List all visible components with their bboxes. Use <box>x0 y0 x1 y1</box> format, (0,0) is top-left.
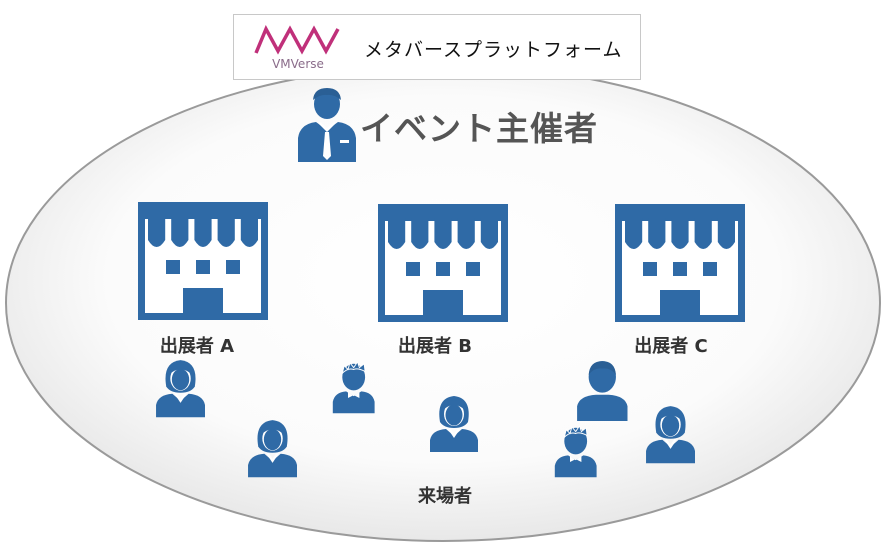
businessman-icon <box>298 88 356 162</box>
store-icon <box>138 202 268 320</box>
woman-icon <box>248 420 297 478</box>
exhibitor-label-a: 出展者 A <box>159 336 235 357</box>
logo-text: VMVerse <box>272 57 324 71</box>
exhibitor-label-c: 出展者 C <box>634 336 708 357</box>
man-icon <box>577 361 628 421</box>
woman-icon <box>156 360 205 418</box>
woman-icon <box>430 396 478 452</box>
man-icon <box>332 360 375 414</box>
zigzag-logo-icon <box>254 24 340 55</box>
vmverse-logo: VMVerse <box>252 24 344 77</box>
exhibitor-label-b: 出展者 B <box>398 336 472 357</box>
woman-icon <box>646 406 695 464</box>
store-icon <box>615 204 745 322</box>
visitor-label: 来場者 <box>418 486 472 507</box>
organizer-label: イベント主催者 <box>360 109 598 148</box>
platform-name: メタバースプラットフォーム <box>364 39 623 61</box>
man-icon <box>554 424 597 478</box>
platform-header: VMVerse メタバースプラットフォーム <box>233 14 641 80</box>
store-icon <box>378 204 508 322</box>
